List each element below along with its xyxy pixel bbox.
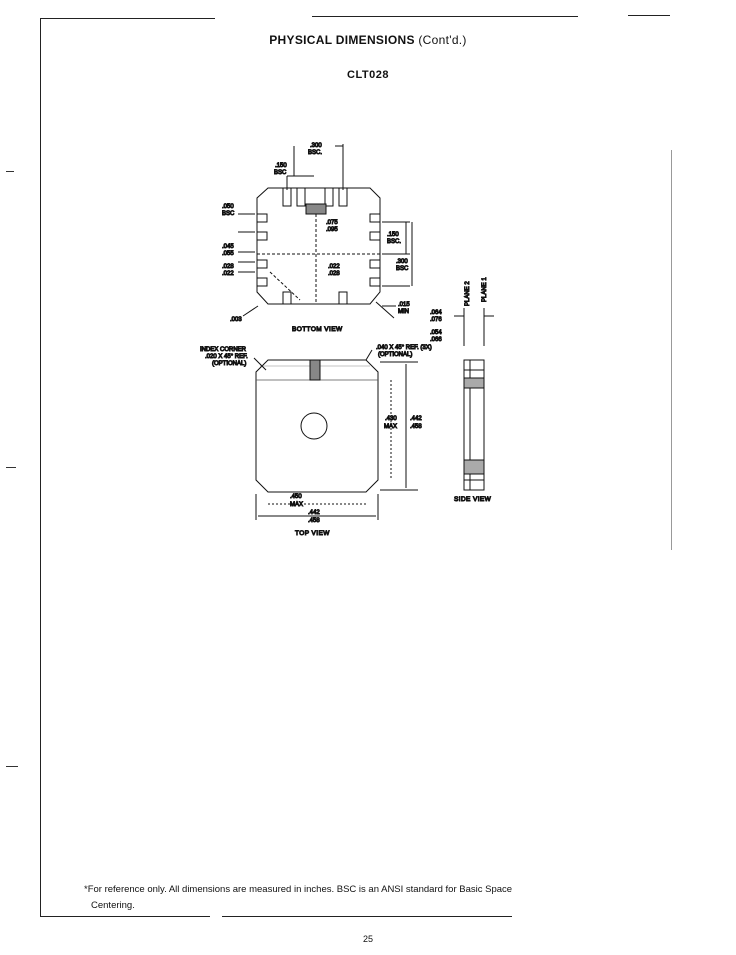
dim-050: .050 <box>222 204 234 210</box>
bottom-view: .300 BSC. .150 BSC .050 BSC .045 .055 .0… <box>222 143 413 334</box>
top-view-outline <box>255 359 379 493</box>
plane1-label: PLANE 1 <box>482 277 488 302</box>
dim-max: MAX <box>384 424 397 430</box>
dim-028: .028 <box>222 264 234 270</box>
page-number: 25 <box>362 934 373 944</box>
bottom-castellations <box>282 291 348 304</box>
margin-mark <box>6 766 18 767</box>
title-suffix: (Cont'd.) <box>418 33 467 47</box>
bottom-view-caption: BOTTOM VIEW <box>292 326 343 333</box>
frame-right-border <box>671 150 672 550</box>
dim-450: .450 <box>290 494 302 500</box>
dim-064: .064 <box>430 310 442 316</box>
dim-r300: .300 <box>396 259 408 265</box>
dim-022b: .022 <box>328 264 340 270</box>
dim-050-bsc: BSC <box>222 211 235 217</box>
dim-055: .055 <box>222 251 234 257</box>
index-corner-opt: (OPTIONAL) <box>212 361 246 367</box>
dimension-drawing: .300 BSC. .150 BSC .050 BSC .045 .055 .0… <box>200 143 494 538</box>
dim-076: .076 <box>430 317 442 323</box>
margin-mark <box>6 467 16 468</box>
margin-mark <box>6 171 14 172</box>
dim-015: .015 <box>398 302 410 308</box>
left-castellations <box>257 213 268 287</box>
dim-r150: .150 <box>387 232 399 238</box>
dim-max2: MAX <box>290 502 303 508</box>
top-view-caption: TOP VIEW <box>295 530 330 537</box>
frame-top-border-right <box>312 16 578 17</box>
dim-045: .045 <box>222 244 234 250</box>
dim-003: .003 <box>230 317 242 323</box>
dim-min: MIN <box>398 309 409 315</box>
top-view: INDEX CORNER .020 X 45° REF. (OPTIONAL) … <box>200 345 433 538</box>
bottom-view-outline <box>256 187 381 305</box>
ref-dim-label: .040 X 45° REF. (3X) <box>376 345 432 351</box>
side-view-caption: SIDE VIEW <box>454 496 492 503</box>
dim-054: .054 <box>430 330 442 336</box>
dim-075: .075 <box>326 220 338 226</box>
dim-458b: .458 <box>308 518 320 524</box>
side-view: PLANE 2 PLANE 1 .064 .076 .054 .066 SIDE… <box>430 276 494 504</box>
dim-r300-bsc: BSC <box>396 266 409 272</box>
top-index-pad <box>309 359 321 381</box>
index-corner-dim: .020 X 45° REF. <box>205 354 248 360</box>
dim-442b: .442 <box>308 510 320 516</box>
dim-430: .430 <box>385 416 397 422</box>
dim-022: .022 <box>222 271 234 277</box>
frame-left-border <box>40 18 41 916</box>
dim-095: .095 <box>326 227 338 233</box>
title-bold: PHYSICAL DIMENSIONS <box>269 33 415 47</box>
frame-bottom-border-left <box>40 916 210 917</box>
side-view-body <box>463 359 485 491</box>
frame-top-border-far <box>628 15 670 16</box>
plane2-label: PLANE 2 <box>465 281 471 306</box>
footnote-line2: Centering. <box>91 900 135 911</box>
part-number: CLT028 <box>347 69 389 81</box>
footnote-line1: *For reference only. All dimensions are … <box>84 884 513 895</box>
index-pad <box>305 203 327 215</box>
right-castellations <box>369 213 380 287</box>
footnote: *For reference only. All dimensions are … <box>84 882 644 914</box>
top-castellations <box>282 188 348 207</box>
dim-300-top: .300 <box>310 143 322 149</box>
center-hole <box>300 412 328 440</box>
dim-458: .458 <box>410 424 422 430</box>
ref-opt-label: (OPTIONAL) <box>378 352 412 358</box>
dim-r150-bsc: BSC. <box>387 239 401 245</box>
index-corner-label: INDEX CORNER <box>200 347 247 353</box>
page-title: PHYSICAL DIMENSIONS (Cont'd.) <box>0 33 736 47</box>
dim-150: .150 <box>275 163 287 169</box>
dim-066: .066 <box>430 337 442 343</box>
dim-bsc-top: BSC. <box>308 150 322 156</box>
dim-028b: .028 <box>328 271 340 277</box>
dim-442: .442 <box>410 416 422 422</box>
frame-bottom-border-right <box>222 916 512 917</box>
frame-top-border-left <box>40 18 215 19</box>
dim-150-bsc: BSC <box>274 170 287 176</box>
